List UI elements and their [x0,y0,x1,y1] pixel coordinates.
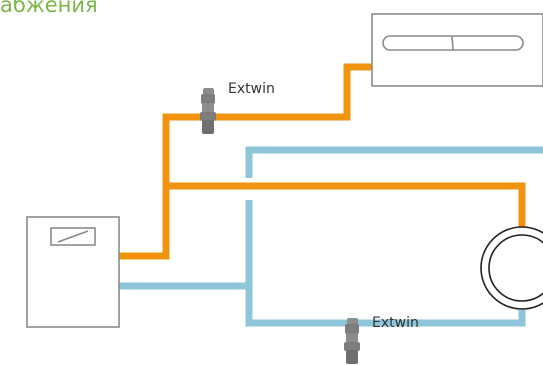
water-heater-inner-icon [488,234,543,302]
valve-label-bottom: Extwin [372,315,419,331]
hot-pipe-to-heater [166,182,526,228]
diagram-title: абжения [0,0,98,17]
valve-label-top: Extwin [228,81,275,97]
boiler [26,216,120,328]
radiator [371,13,543,87]
valve-icon [200,88,216,134]
hot-pipe-network [119,63,526,260]
cold-pipe-riser [245,200,526,327]
water-heater [480,226,543,310]
cold-pipe-network [119,146,543,327]
hot-pipe-to-radiator [119,63,372,260]
valve-icon [344,318,360,364]
cold-pipe-upper-loop [245,146,543,178]
